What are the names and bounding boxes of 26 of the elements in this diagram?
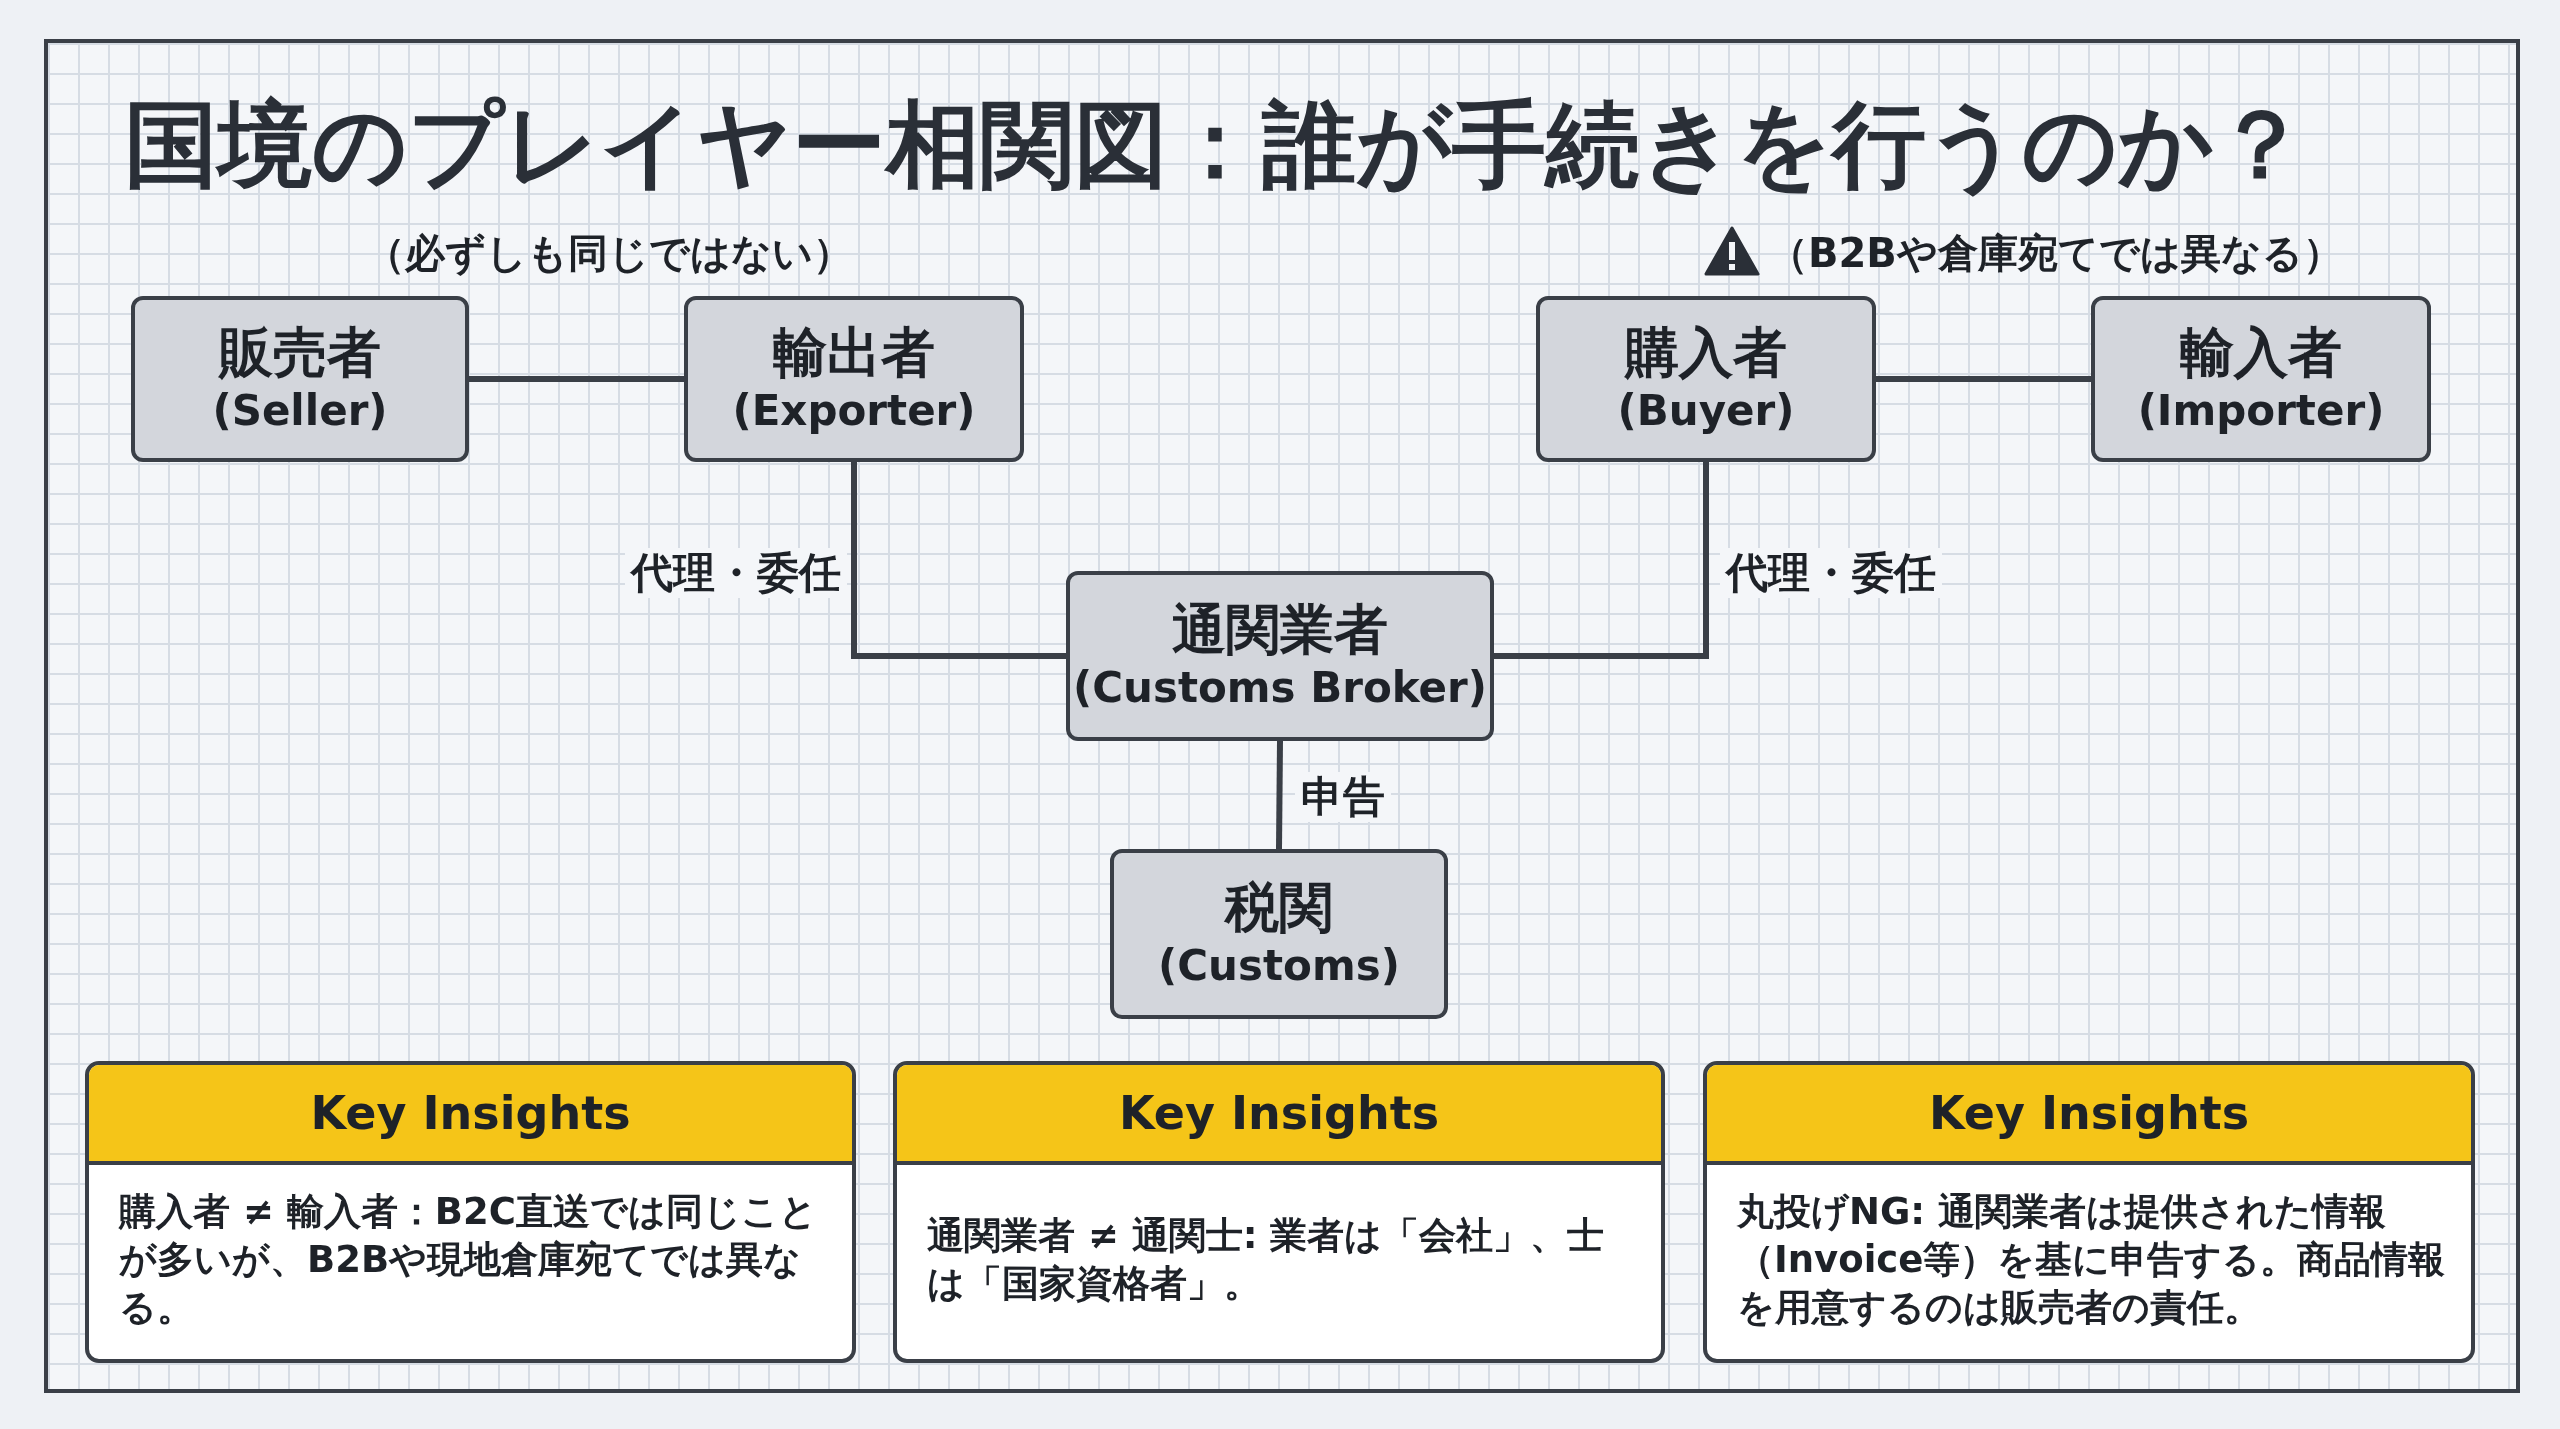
card-header: Key Insights [89, 1065, 852, 1165]
insight-card [893, 1061, 1665, 1363]
connector-line [469, 376, 684, 382]
edge-label: 申告 [1295, 772, 1391, 822]
insight-text: 通関業者 ≠ 通関士: 業者は「会社」、士は「国家資格者」。 [927, 1213, 1606, 1307]
role-box: 輸出者 (Exporter) [684, 296, 1024, 462]
insight-card [85, 1061, 856, 1363]
insight-card [1703, 1061, 2475, 1363]
role-box: 販売者 (Seller) [131, 296, 469, 462]
connector-line [1876, 376, 2091, 382]
connector-line [1276, 740, 1283, 850]
connector-line [851, 462, 1066, 659]
edge-label: 代理・委任 [1720, 548, 1942, 598]
role-box: 購入者 (Buyer) [1536, 296, 1876, 462]
note-text: （B2Bや倉庫宛てでは異なる） [1768, 229, 2343, 278]
title: 国境のプレイヤー相関図：誰が手続きを行うのか？ [124, 90, 2308, 200]
customs-box: 税関 (Customs) [1110, 849, 1448, 1019]
role-box: 輸入者 (Importer) [2091, 296, 2431, 462]
edge-label: 代理・委任 [625, 548, 847, 598]
role-box: 通関業者 (Customs Broker) [1066, 571, 1494, 741]
insight-text: 購入者 ≠ 輸入者：B2C直送では同じことが多いが、B2Bや現地倉庫宛てでは異なる。 [119, 1189, 818, 1331]
card-header: Key Insights [897, 1065, 1661, 1165]
note-text: （必ずしも同じではない） [365, 229, 853, 278]
connector-line [1494, 462, 1709, 659]
insight-text: 丸投げNG: 通関業者は提供された情報（Invoice等）を基に申告する。商品情報を用意するのは販売者の責任。 [1737, 1189, 2447, 1331]
card-header: Key Insights [1707, 1065, 2471, 1165]
